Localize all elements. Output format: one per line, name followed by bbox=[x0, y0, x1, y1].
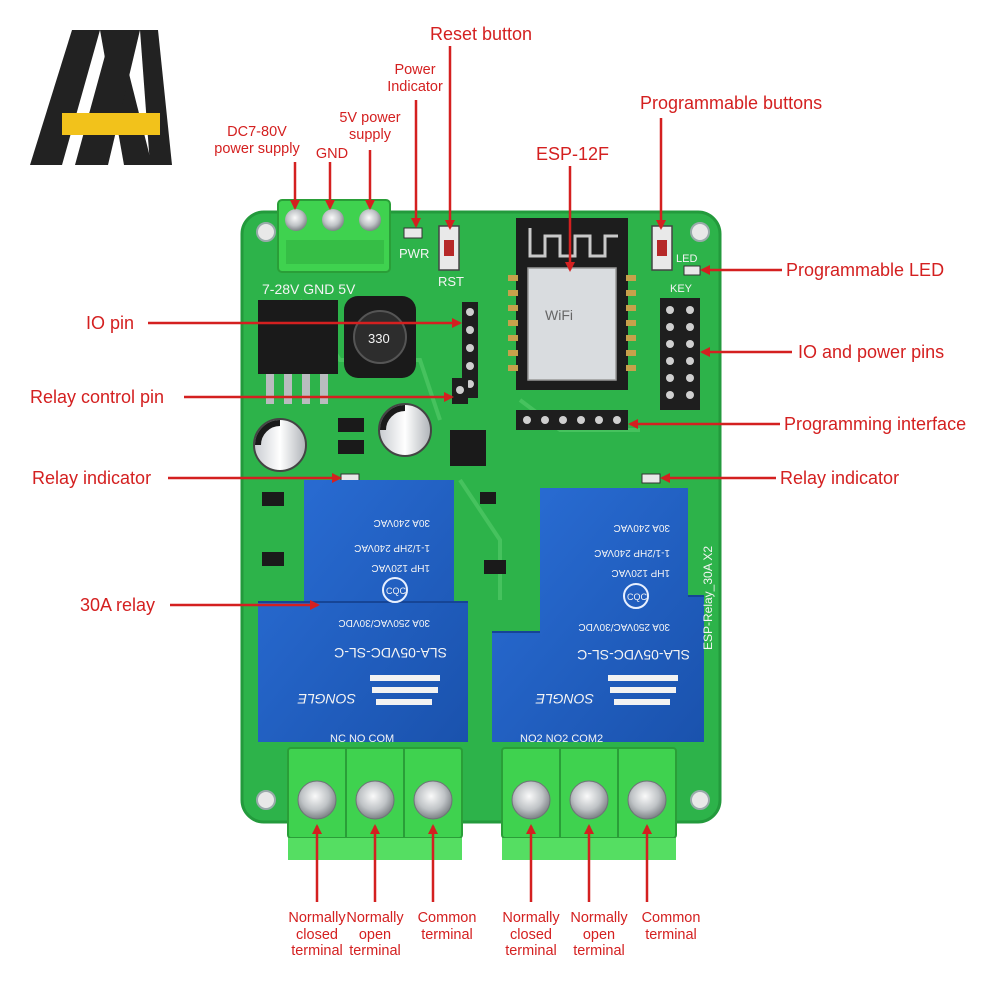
inductor-code: 330 bbox=[368, 331, 390, 346]
label-programmable-buttons: Programmable buttons bbox=[640, 93, 823, 113]
label-5v-supply: 5V power supply bbox=[330, 110, 410, 143]
label-io-power-pins: IO and power pins bbox=[798, 342, 945, 362]
label-terminal-no-1: Normally open terminal bbox=[338, 910, 412, 960]
silk-led: LED bbox=[676, 253, 697, 265]
relay-left: CQC SLA-05VDC-SL-C 30A 250VAC/30VDC 1HP … bbox=[258, 480, 468, 742]
relay-left-cqc: CQC bbox=[386, 586, 407, 596]
relay-right-rating-3: 1-1/2HP 240VAC bbox=[594, 547, 670, 558]
label-terminal-no-2: Normally open terminal bbox=[562, 910, 636, 960]
silk-key: KEY bbox=[670, 283, 693, 295]
relay-right-rating-2: 1HP 120VAC bbox=[611, 567, 670, 578]
esp-wifi-text: WiFi bbox=[545, 307, 573, 323]
relay-right: CQC SLA-05VDC-SL-C 30A 250VAC/30VDC 1HP … bbox=[492, 488, 704, 742]
label-terminal-nc-1-line1: Normally bbox=[288, 910, 346, 926]
label-terminal-com-2: Common terminal bbox=[632, 910, 710, 943]
io-pin-header-left bbox=[452, 302, 478, 404]
label-relay-indicator-right: Relay indicator bbox=[780, 468, 900, 488]
annotation-arrows bbox=[148, 46, 792, 902]
silk-board-name: ESP-Relay_30A X2 bbox=[701, 546, 715, 650]
silk-terminal-right: NO2 NO2 COM2 bbox=[520, 733, 603, 745]
silk-rst: RST bbox=[438, 274, 464, 289]
relay-right-cqc: CQC bbox=[627, 592, 648, 602]
relay-left-rating-4: 30A 240VAC bbox=[373, 517, 430, 528]
label-5v-supply-line2: supply bbox=[349, 126, 391, 143]
power-terminal-block bbox=[277, 199, 391, 273]
label-dc-supply-line1: DC7-80V bbox=[227, 124, 287, 140]
relay-right-brand: SONGLE bbox=[535, 691, 594, 707]
relay-left-model: SLA-05VDC-SL-C bbox=[334, 645, 447, 661]
label-reset-button: Reset button bbox=[430, 24, 533, 44]
label-power-indicator-line2: Indicator bbox=[387, 78, 443, 95]
label-terminal-com-2-line2: terminal bbox=[645, 926, 697, 943]
esp12f-module: WiFi bbox=[508, 218, 636, 390]
label-terminal-no-2-line1: Normally bbox=[570, 910, 628, 926]
label-programmable-led: Programmable LED bbox=[786, 260, 945, 280]
io-power-header-right bbox=[660, 298, 700, 410]
label-esp12f: ESP-12F bbox=[536, 144, 610, 164]
reset-switch bbox=[438, 225, 460, 271]
label-terminal-no-2-line2: open bbox=[582, 926, 616, 943]
relay-left-rating-2: 1HP 120VAC bbox=[371, 562, 430, 573]
label-terminal-no-2-line3: terminal bbox=[573, 943, 625, 960]
silk-terminal-left: NC NO COM bbox=[330, 733, 394, 745]
label-terminal-com-1: Common terminal bbox=[408, 910, 486, 943]
brand-logo bbox=[30, 30, 172, 165]
label-5v-supply-line1: 5V power bbox=[339, 110, 401, 126]
label-power-indicator: Power Indicator bbox=[384, 62, 446, 95]
programmable-switch bbox=[651, 225, 673, 271]
label-30a-relay: 30A relay bbox=[80, 595, 156, 615]
relay-left-brand: SONGLE bbox=[297, 691, 356, 707]
label-terminal-no-1-line2: open bbox=[358, 926, 392, 943]
label-terminal-nc-2: Normally closed terminal bbox=[494, 910, 568, 960]
relay-indicator-led-right bbox=[641, 473, 661, 484]
relay-right-rating-4: 30A 240VAC bbox=[613, 522, 670, 533]
label-programming-interface: Programming interface bbox=[784, 414, 967, 434]
label-terminal-nc-2-line2: closed bbox=[510, 926, 552, 943]
label-terminal-nc-2-line3: terminal bbox=[505, 943, 557, 960]
label-dc-supply-line2: power supply bbox=[214, 140, 300, 157]
label-terminal-no-1-line3: terminal bbox=[349, 943, 401, 960]
relay-right-rating: 30A 250VAC/30VDC bbox=[578, 621, 670, 632]
relay-left-rating: 30A 250VAC/30VDC bbox=[338, 617, 430, 628]
label-terminal-nc-1-line3: terminal bbox=[291, 943, 343, 960]
programmable-led-chip bbox=[683, 265, 701, 276]
inductor: 330 bbox=[344, 296, 416, 378]
label-io-pin: IO pin bbox=[86, 313, 135, 333]
label-terminal-nc-1: Normally closed terminal bbox=[270, 910, 364, 960]
label-terminal-nc-1-line2: closed bbox=[296, 926, 338, 943]
voltage-regulator bbox=[258, 300, 338, 404]
smd-components bbox=[262, 418, 506, 574]
capacitor-left bbox=[253, 418, 307, 472]
label-terminal-nc-2-line1: Normally bbox=[502, 910, 560, 926]
silk-pwr: PWR bbox=[399, 246, 429, 261]
label-gnd: GND bbox=[315, 146, 349, 162]
label-relay-indicator-left: Relay indicator bbox=[32, 468, 152, 488]
label-terminal-no-1-line1: Normally bbox=[346, 910, 404, 926]
relay-right-model: SLA-05VDC-SL-C bbox=[577, 647, 690, 663]
label-power-indicator-line1: Power bbox=[394, 62, 436, 78]
power-led bbox=[403, 227, 423, 239]
silk-power-text: 7-28V GND 5V bbox=[262, 281, 356, 297]
label-terminal-com-1-line1: Common bbox=[417, 910, 477, 926]
label-terminal-com-1-line2: terminal bbox=[421, 926, 473, 943]
label-terminal-com-2-line1: Common bbox=[641, 910, 701, 926]
label-dc-supply: DC7-80V power supply bbox=[204, 124, 310, 157]
relay-left-rating-3: 1-1/2HP 240VAC bbox=[354, 542, 430, 553]
programming-header bbox=[516, 410, 628, 430]
capacitor-right bbox=[378, 403, 432, 457]
label-relay-control-pin: Relay control pin bbox=[30, 387, 165, 407]
